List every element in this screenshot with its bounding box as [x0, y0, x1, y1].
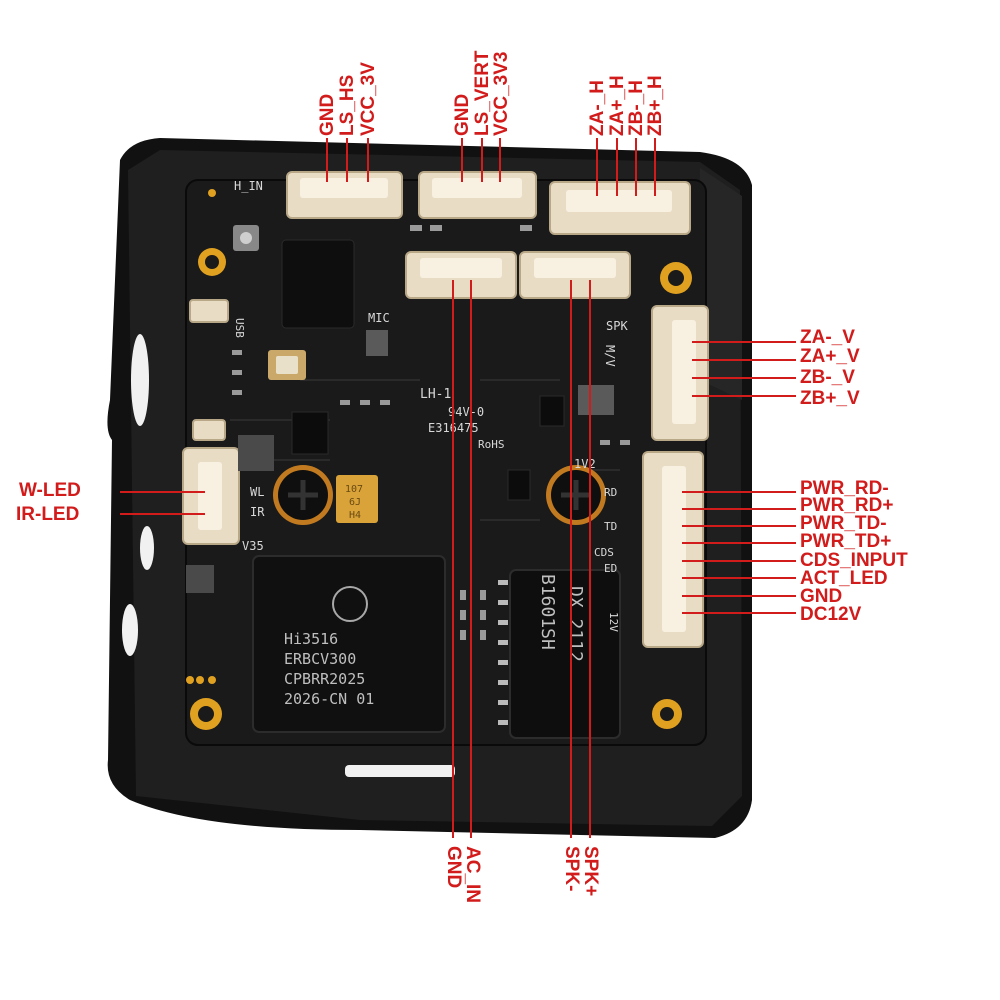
label-top-left-gnd: GND: [317, 93, 338, 136]
cap-line-2: 6J: [349, 497, 361, 508]
label-act-led: ACT_LED: [800, 568, 888, 589]
silk-mic: MIC: [368, 311, 390, 325]
label-zb-minus-v: ZB-_V: [800, 367, 855, 388]
silk-ir: IR: [250, 505, 265, 519]
label-ac-in: AC_IN: [462, 846, 483, 904]
label-za-plus-h: ZA+_H: [607, 75, 628, 136]
label-top-mid-gnd: GND: [452, 93, 473, 136]
leader-lines: [120, 138, 796, 838]
label-cds-input: CDS_INPUT: [800, 550, 908, 571]
label-top-left-vcc-3v: VCC_3V: [358, 62, 379, 136]
silk-rohs: RoHS: [478, 438, 505, 451]
label-top-left-ls-hs: LS_HS: [337, 74, 358, 136]
label-dc12v: DC12V: [800, 604, 862, 625]
soc-line-4: 2026-CN 01: [284, 690, 374, 708]
silkscreen: H_IN USB MIC SPK M/V LH-1 94V-0 E316475 …: [233, 179, 628, 632]
label-zb-minus-h: ZB-_H: [626, 80, 647, 136]
label-bottom-gnd: GND: [443, 846, 464, 889]
label-gnd-right: GND: [800, 586, 843, 607]
silk-h-in: H_IN: [234, 179, 263, 193]
silk-lh: LH-1: [420, 387, 451, 402]
silk-spk: SPK: [606, 319, 628, 333]
soc-line-1: Hi3516: [284, 630, 338, 648]
label-top-mid-vcc-3v3: VCC_3V3: [491, 51, 512, 137]
silk-ed: ED: [604, 562, 617, 575]
label-za-minus-v: ZA-_V: [800, 327, 855, 348]
small-components: [186, 189, 630, 684]
silk-cds: CDS: [594, 546, 614, 559]
label-top-mid-ls-vert: LS_VERT: [472, 50, 493, 136]
tantalum-cap: 107 6J H4: [336, 475, 378, 523]
silk-12v: 12V: [607, 612, 620, 632]
silk-v35: V35: [242, 539, 264, 553]
phy-line-2: B1601SH: [537, 574, 558, 650]
soc-line-2: ERBCV300: [284, 650, 356, 668]
cap-line-3: H4: [349, 510, 361, 521]
silk-94v: 94V-0: [448, 405, 484, 419]
silk-mv: M/V: [603, 345, 617, 367]
label-zb-plus-v: ZB+_V: [800, 388, 860, 409]
label-w-led: W-LED: [19, 480, 81, 501]
phy-chip: DX 2112 B1601SH: [498, 569, 621, 739]
silk-wl: WL: [250, 485, 264, 499]
main-soc: Hi3516 ERBCV300 CPBRR2025 2026-CN 01: [252, 555, 446, 733]
label-pwr-td-minus: PWR_TD-: [800, 513, 887, 534]
label-spk-minus: SPK-: [561, 846, 582, 892]
silk-usb: USB: [233, 318, 246, 338]
label-pwr-rd-plus: PWR_RD+: [800, 495, 894, 516]
label-pwr-td-plus: PWR_TD+: [800, 531, 892, 552]
label-za-minus-h: ZA-_H: [587, 80, 608, 136]
silk-td: TD: [604, 520, 617, 533]
soc-line-3: CPBRR2025: [284, 670, 365, 688]
silk-1v2: 1V2: [574, 457, 596, 471]
label-ir-led: IR-LED: [16, 504, 80, 525]
silk-rd: RD: [604, 486, 617, 499]
mounting-holes: [190, 248, 692, 730]
label-spk-plus: SPK+: [580, 846, 601, 897]
label-za-plus-v: ZA+_V: [800, 346, 860, 367]
phy-line-1: DX 2112: [565, 586, 586, 662]
cap-line-1: 107: [345, 484, 363, 495]
label-zb-plus-h: ZB+_H: [645, 75, 666, 136]
label-pwr-rd-minus: PWR_RD-: [800, 478, 889, 499]
